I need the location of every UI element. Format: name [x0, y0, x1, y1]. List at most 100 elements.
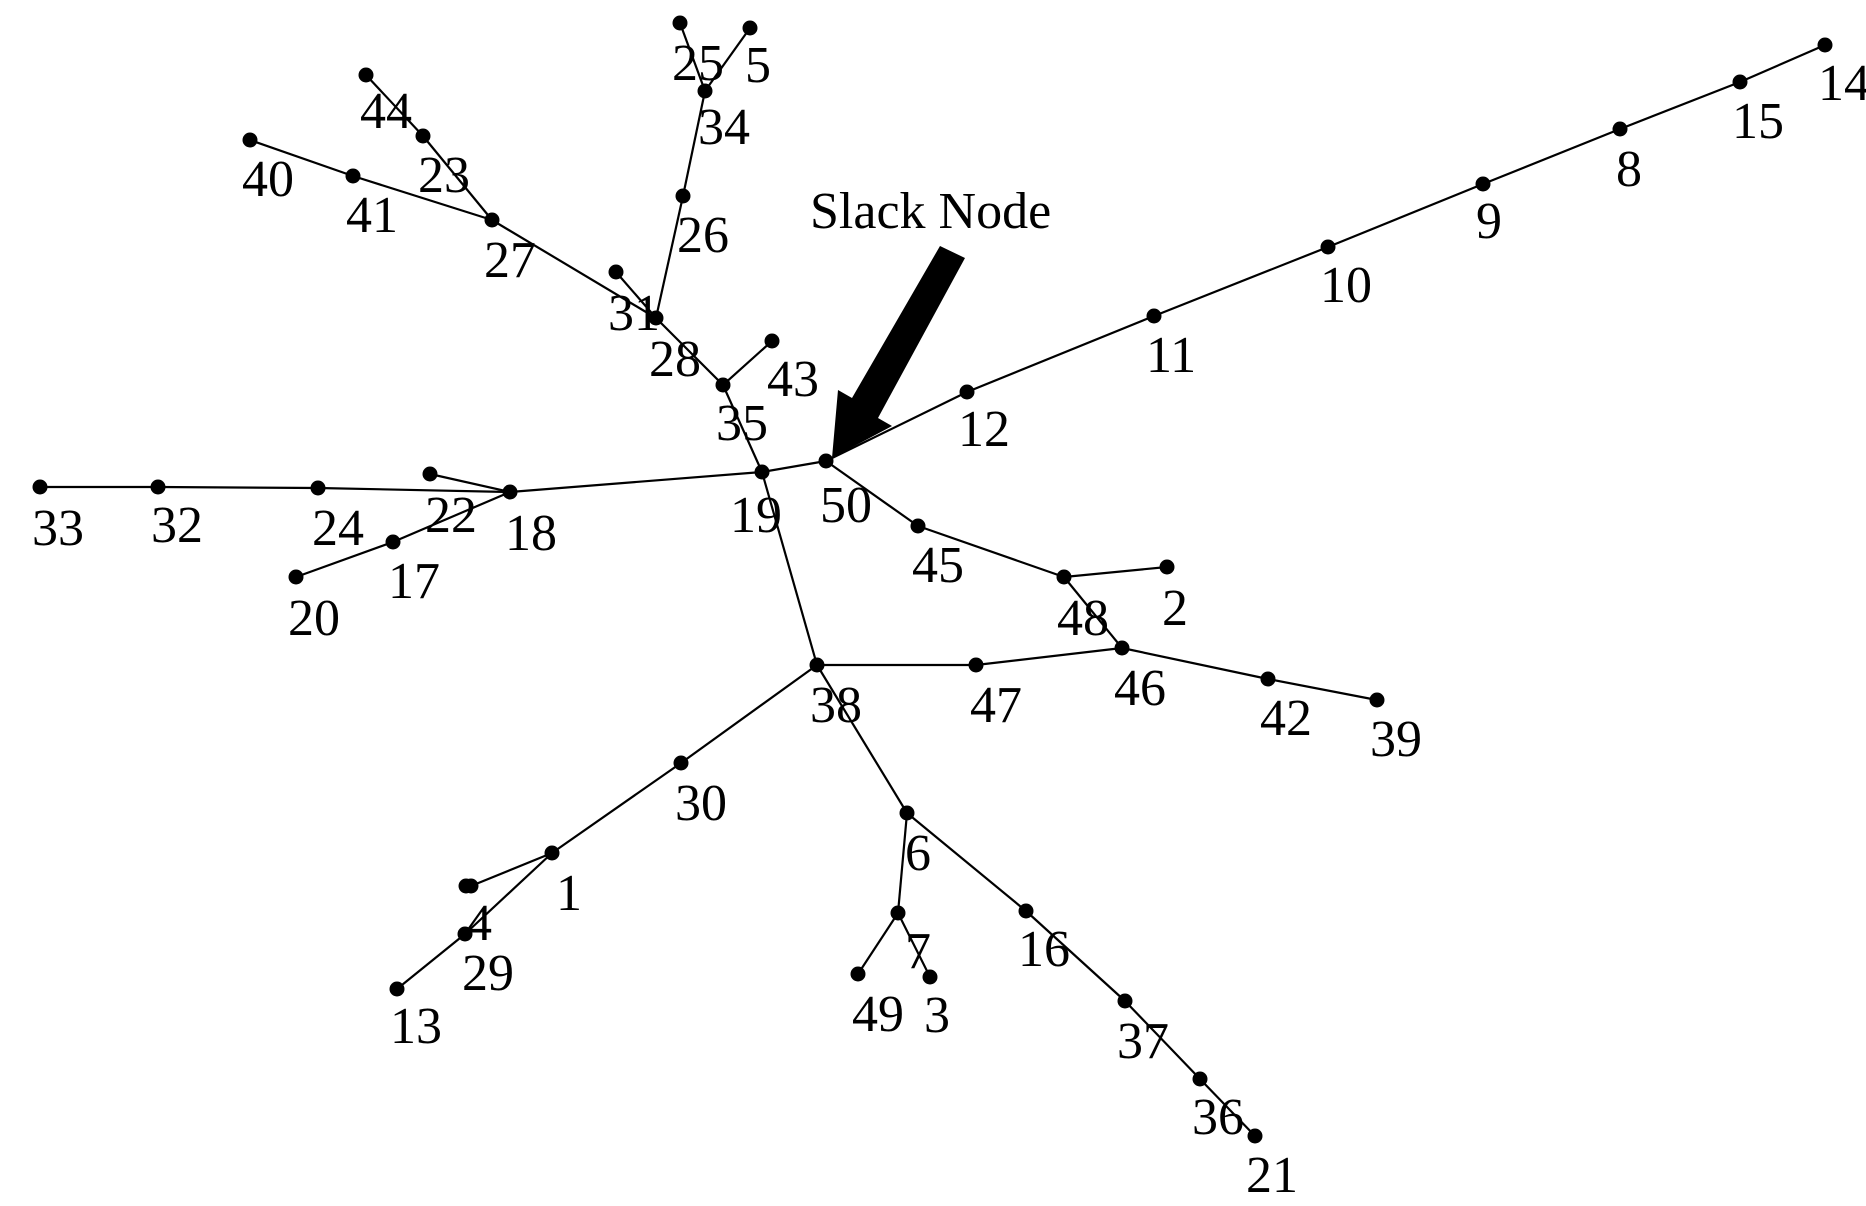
node-14: [1817, 37, 1833, 53]
node-19: [754, 464, 770, 480]
edge-42-39: [1267, 677, 1378, 702]
node-32: [150, 479, 166, 495]
edge-37-36: [1124, 1000, 1201, 1080]
node-label-39: 39: [1370, 711, 1422, 768]
edge-12-11: [966, 314, 1155, 394]
node-label-21: 21: [1246, 1147, 1298, 1204]
node-label-47: 47: [970, 677, 1022, 734]
node-label-25: 25: [672, 35, 724, 92]
node-36: [1192, 1071, 1208, 1087]
edge-6-7: [896, 812, 909, 914]
node-38: [809, 657, 825, 673]
edge-41-40: [249, 138, 354, 178]
edge-9-8: [1482, 127, 1621, 186]
node-45: [910, 518, 926, 534]
edge-18-24: [317, 486, 511, 494]
node-8: [1612, 121, 1628, 137]
edge-17-20: [295, 540, 394, 579]
node-21: [1247, 1128, 1263, 1144]
edge-47-46: [975, 646, 1123, 667]
edge-38-6: [816, 664, 908, 814]
node-label-31: 31: [608, 285, 660, 342]
node-27: [484, 212, 500, 228]
edge-18-17: [392, 490, 511, 544]
node-46: [1114, 640, 1130, 656]
node-label-20: 20: [288, 590, 340, 647]
edge-48-2: [1063, 565, 1168, 579]
node-2: [1159, 559, 1175, 575]
node-label-38: 38: [810, 677, 862, 734]
node-label-12: 12: [958, 401, 1010, 458]
edge-10-9: [1327, 182, 1484, 249]
node-16: [1018, 903, 1034, 919]
edge-6-16: [906, 812, 1027, 912]
node-48: [1056, 569, 1072, 585]
node-label-14: 14: [1818, 55, 1866, 112]
node-24: [310, 480, 326, 496]
node-47: [968, 657, 984, 673]
node-label-44: 44: [360, 83, 412, 140]
node-label-4: 4: [466, 895, 492, 952]
edge-29-13: [396, 933, 466, 990]
node-label-36: 36: [1192, 1089, 1244, 1146]
edge-23-44: [365, 74, 424, 137]
node-34: [697, 83, 713, 99]
edge-8-15: [1619, 80, 1741, 131]
node-label-35: 35: [716, 395, 768, 452]
node-39: [1369, 692, 1385, 708]
edge-46-42: [1121, 646, 1269, 681]
node-label-43: 43: [767, 351, 819, 408]
edge-27-23: [422, 135, 493, 221]
node-label-15: 15: [1732, 93, 1784, 150]
node-30: [673, 755, 689, 771]
node-label-27: 27: [484, 232, 536, 289]
edge-19-18: [509, 470, 763, 494]
node-label-8: 8: [1616, 141, 1642, 198]
node-29: [457, 926, 473, 942]
node-label-32: 32: [151, 497, 203, 554]
node-label-11: 11: [1146, 327, 1196, 384]
node-31: [608, 264, 624, 280]
node-11: [1146, 308, 1162, 324]
edge-7-3: [897, 912, 931, 978]
edge-38-30: [680, 664, 818, 764]
edge-35-43: [722, 340, 773, 386]
node-label-28: 28: [649, 331, 701, 388]
node-label-6: 6: [905, 825, 931, 882]
node-label-23: 23: [418, 147, 470, 204]
nodes-layer: [32, 15, 1833, 1144]
node-label-10: 10: [1320, 257, 1372, 314]
node-label-46: 46: [1114, 660, 1166, 717]
edge-30-1: [551, 762, 682, 854]
edge-7-49: [857, 912, 899, 975]
edge-28-27: [491, 219, 657, 319]
node-3: [922, 969, 938, 985]
node-44: [358, 67, 374, 83]
node-43: [764, 333, 780, 349]
node-1: [544, 845, 560, 861]
node-15: [1732, 74, 1748, 90]
edge-34-5: [704, 27, 751, 92]
edge-35-28: [655, 317, 724, 386]
node-label-1: 1: [556, 865, 582, 922]
edge-50-19: [761, 459, 827, 474]
node-label-50: 50: [820, 477, 872, 534]
edge-46-48: [1063, 576, 1123, 649]
node-40: [242, 132, 258, 148]
node-label-18: 18: [505, 505, 557, 562]
node-label-37: 37: [1117, 1013, 1169, 1070]
node-label-13: 13: [390, 998, 442, 1055]
edge-34-25: [678, 22, 707, 92]
node-label-33: 33: [32, 500, 84, 557]
node-label-34: 34: [698, 99, 750, 156]
node-42: [1260, 671, 1276, 687]
edge-45-50: [825, 460, 919, 527]
node-13: [389, 981, 405, 997]
node-17: [385, 534, 401, 550]
node-12: [959, 384, 975, 400]
node-28: [648, 310, 664, 326]
slack-node-arrow: [832, 246, 965, 458]
node-37: [1117, 993, 1133, 1009]
node-label-26: 26: [677, 207, 729, 264]
edge-1-n51: [470, 851, 553, 888]
